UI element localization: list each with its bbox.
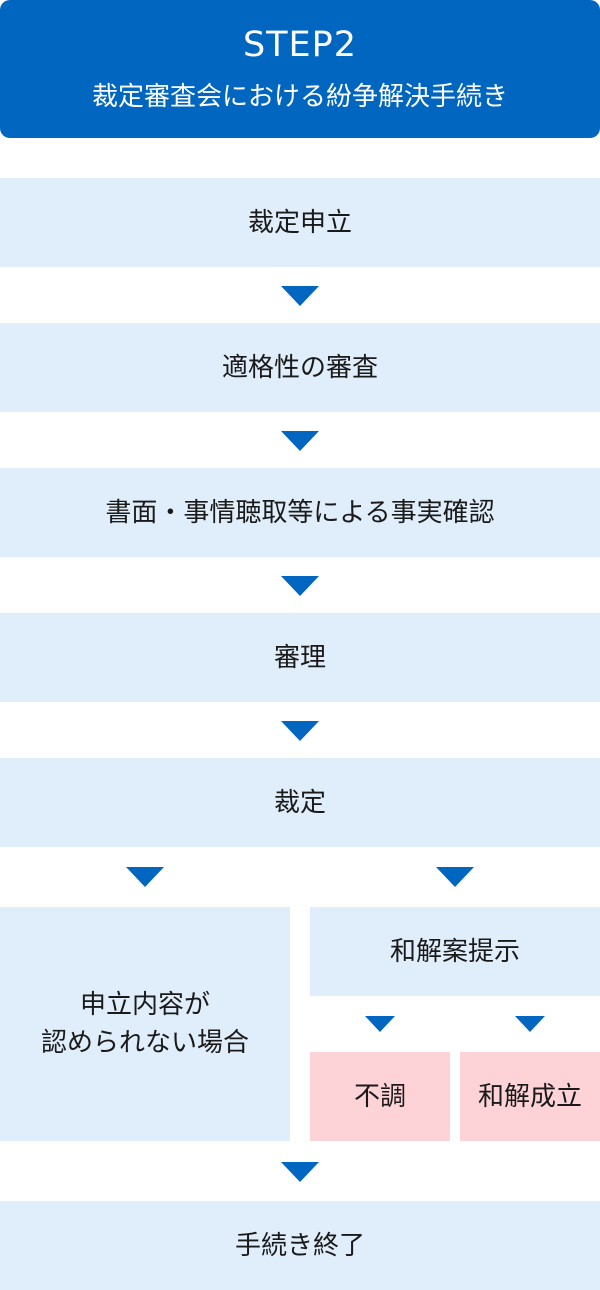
down-arrow-right-branch: [436, 867, 474, 887]
down-arrow-settlement: [515, 1016, 545, 1032]
step-title: 裁定審査会における紛争解決手続き: [91, 82, 508, 112]
end-box: 手続き終了: [0, 1201, 600, 1290]
settlement-proposal-label: 和解案提示: [389, 936, 520, 967]
breakdown-label: 不調: [353, 1081, 406, 1112]
down-arrow-1: [281, 286, 319, 306]
breakdown-box: 不調: [310, 1052, 450, 1141]
ruling-label: 裁定: [273, 787, 326, 818]
down-arrow-end: [281, 1162, 319, 1182]
down-arrow-left-branch: [126, 867, 164, 887]
down-arrow-breakdown: [365, 1016, 395, 1032]
down-arrow-3: [281, 576, 319, 596]
settlement-proposal-box: 和解案提示: [310, 907, 600, 996]
settlement-reached-box: 和解成立: [460, 1052, 600, 1141]
not-accepted-box: 申立内容が 認められない場合: [0, 907, 290, 1141]
fact-finding-box: 書面・事情聴取等による事実確認: [0, 468, 600, 557]
settlement-reached-label: 和解成立: [477, 1081, 582, 1112]
deliberation-box: 審理: [0, 613, 600, 702]
down-arrow-4: [281, 721, 319, 741]
not-accepted-label: 申立内容が 認められない場合: [40, 990, 249, 1058]
step-number: STEP2: [242, 25, 358, 65]
deliberation-label: 審理: [273, 642, 326, 673]
ruling-box: 裁定: [0, 758, 600, 847]
step-header: STEP2 裁定審査会における紛争解決手続き: [0, 0, 600, 138]
eligibility-review-box: 適格性の審査: [0, 323, 600, 412]
application-box: 裁定申立: [0, 178, 600, 267]
end-label: 手続き終了: [234, 1230, 365, 1261]
fact-finding-label: 書面・事情聴取等による事実確認: [105, 497, 495, 528]
eligibility-review-label: 適格性の審査: [221, 352, 378, 383]
down-arrow-2: [281, 431, 319, 451]
application-label: 裁定申立: [247, 207, 352, 238]
